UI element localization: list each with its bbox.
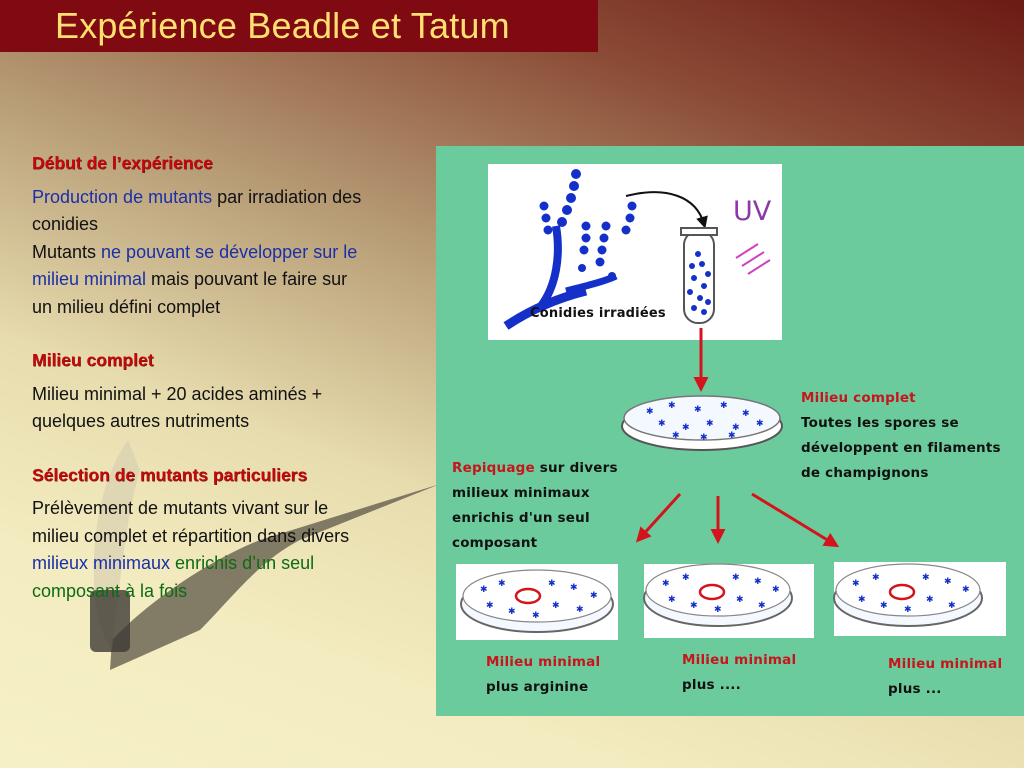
- svg-text:✱: ✱: [658, 419, 666, 429]
- complete-medium-caption: Milieu complet Toutes les spores se déve…: [801, 386, 1001, 486]
- svg-text:✱: ✱: [682, 423, 690, 433]
- title-bar: Expérience Beadle et Tatum: [0, 0, 598, 52]
- repiquage-line-3: composant: [452, 535, 538, 551]
- svg-text:✱: ✱: [758, 601, 766, 611]
- svg-text:✱: ✱: [904, 605, 912, 615]
- complete-line-2: développent en filaments: [801, 440, 1001, 456]
- paragraph-mutants: Mutants ne pouvant se développer sur le …: [32, 239, 362, 322]
- repiquage-line-2: enrichis d'un seul: [452, 510, 590, 526]
- svg-text:✱: ✱: [754, 577, 762, 587]
- complete-line-1: Toutes les spores se: [801, 415, 959, 431]
- svg-text:✱: ✱: [732, 423, 740, 433]
- svg-text:✱: ✱: [714, 605, 722, 615]
- conidies-label: Conidies irradiées: [530, 306, 666, 321]
- section-heading-debut: Début de l’expérience: [32, 153, 213, 173]
- dish2-title: Milieu minimal: [682, 652, 797, 668]
- svg-text:✱: ✱: [944, 577, 952, 587]
- svg-text:✱: ✱: [486, 601, 494, 611]
- repiquage-line-1: milieux minimaux: [452, 485, 590, 501]
- highlight-production: Production de mutants: [32, 186, 213, 207]
- petri-dish-minimal-2: ✱ ✱ ✱ ✱ ✱ ✱ ✱ ✱ ✱ ✱: [643, 563, 814, 638]
- dish1-title: Milieu minimal: [486, 654, 601, 670]
- test-tube-icon: [680, 227, 718, 324]
- svg-text:✱: ✱: [962, 585, 970, 595]
- svg-text:✱: ✱: [756, 419, 764, 429]
- text-pouvant-faire: mais pouvant le faire sur un milieu défi…: [32, 269, 348, 317]
- svg-text:✱: ✱: [948, 601, 956, 611]
- complete-line-3: de champignons: [801, 465, 929, 481]
- section-heading-selection: Sélection de mutants particuliers: [32, 464, 308, 485]
- svg-text:✱: ✱: [532, 611, 540, 621]
- dish2-caption: Milieu minimal plus ....: [682, 648, 796, 698]
- dish1-caption: Milieu minimal plus arginine: [486, 650, 600, 700]
- complete-medium-title: Milieu complet: [801, 390, 916, 406]
- highlight-milieux-minimaux: milieux minimaux: [32, 553, 171, 573]
- dish2-detail: plus ....: [682, 677, 741, 693]
- highlight-ne-pouvant: ne pouvant se développer sur le milieu m…: [32, 241, 358, 290]
- svg-text:✱: ✱: [694, 405, 702, 415]
- repiquage-word: Repiquage: [452, 460, 535, 476]
- svg-text:✱: ✱: [682, 573, 690, 583]
- svg-text:✱: ✱: [498, 579, 506, 589]
- svg-text:✱: ✱: [508, 607, 516, 617]
- diagram-drawing: ✱✱✱✱✱ ✱✱✱✱✱ ✱✱✱ ✱✱✱✱✱ ✱✱✱✱✱ ✱: [456, 164, 1006, 640]
- svg-text:✱: ✱: [858, 595, 866, 605]
- svg-text:✱: ✱: [926, 595, 934, 605]
- svg-text:✱: ✱: [672, 431, 680, 441]
- paragraph-milieu-complet: Milieu minimal + 20 acides aminés + quel…: [32, 383, 323, 432]
- arrow-left: [635, 492, 682, 543]
- repiquage-rest: sur divers: [534, 460, 618, 476]
- petri-dish-minimal-3: ✱ ✱ ✱ ✱ ✱ ✱ ✱ ✱ ✱ ✱: [833, 562, 1006, 636]
- text-irradiation: par irradiation des conidies: [32, 186, 362, 235]
- petri-dish-minimal-1: ✱ ✱ ✱ ✱ ✱ ✱ ✱ ✱ ✱ ✱: [456, 564, 618, 640]
- svg-text:✱: ✱: [732, 573, 740, 583]
- paragraph-selection: Prélèvement de mutants vivant sur le mil…: [32, 495, 362, 605]
- arrow-right: [751, 492, 840, 548]
- svg-text:✱: ✱: [706, 419, 714, 429]
- svg-text:✱: ✱: [872, 573, 880, 583]
- dish3-title: Milieu minimal: [888, 656, 1003, 672]
- svg-text:✱: ✱: [922, 573, 930, 583]
- repiquage-caption: Repiquage sur divers milieux minimaux en…: [452, 456, 618, 556]
- text-prelevement: Prélèvement de mutants vivant sur le mil…: [32, 498, 350, 546]
- svg-text:✱: ✱: [690, 601, 698, 611]
- svg-text:✱: ✱: [590, 591, 598, 601]
- svg-text:✱: ✱: [668, 401, 676, 411]
- conidia-chains: [503, 169, 637, 330]
- svg-text:✱: ✱: [480, 585, 488, 595]
- svg-text:✱: ✱: [668, 595, 676, 605]
- svg-text:✱: ✱: [646, 407, 654, 417]
- dish3-caption: Milieu minimal plus ...: [888, 652, 1002, 702]
- svg-text:✱: ✱: [852, 579, 860, 589]
- svg-text:✱: ✱: [742, 409, 750, 419]
- curved-arrow: [625, 191, 708, 229]
- text-mutants: Mutants: [32, 241, 102, 262]
- svg-text:✱: ✱: [728, 431, 736, 441]
- section-heading-milieu-complet: Milieu complet: [32, 350, 154, 370]
- svg-text:✱: ✱: [880, 601, 888, 611]
- svg-text:✱: ✱: [576, 605, 584, 615]
- text-column: Début de l’expérience Production de muta…: [32, 150, 362, 605]
- petri-dish-complete: ✱✱✱✱✱ ✱✱✱✱✱ ✱✱✱: [621, 395, 783, 451]
- svg-text:✱: ✱: [548, 579, 556, 589]
- dish3-detail: plus ...: [888, 681, 942, 697]
- uv-label: UV: [733, 196, 772, 227]
- dish1-detail: plus arginine: [486, 679, 589, 695]
- svg-text:✱: ✱: [736, 595, 744, 605]
- highlight-enrichis: enrichis d’un seul composant à la fois: [32, 553, 315, 601]
- svg-text:✱: ✱: [552, 601, 560, 611]
- paragraph-production: Production de mutants par irradiation de…: [32, 184, 362, 239]
- uv-rays: [735, 243, 771, 275]
- svg-text:✱: ✱: [570, 583, 578, 593]
- svg-text:✱: ✱: [700, 433, 708, 443]
- svg-text:✱: ✱: [662, 579, 670, 589]
- svg-text:✱: ✱: [772, 585, 780, 595]
- slide-title: Expérience Beadle et Tatum: [55, 5, 510, 46]
- experiment-diagram: ✱✱✱✱✱ ✱✱✱✱✱ ✱✱✱ ✱✱✱✱✱ ✱✱✱✱✱ ✱: [436, 146, 1024, 716]
- svg-text:✱: ✱: [720, 401, 728, 411]
